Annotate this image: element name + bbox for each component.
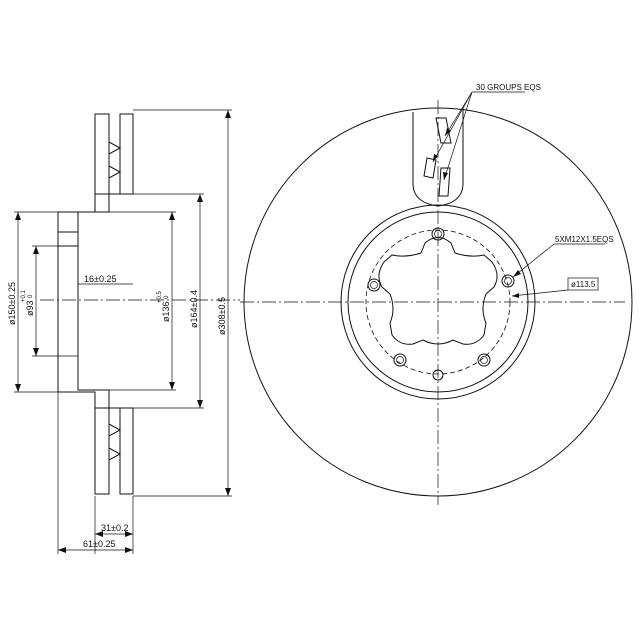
hat-flange-section	[57, 193, 110, 409]
label-center-bore-tolerance-lower: 0	[28, 294, 34, 298]
friction-plate-inner-bottom	[119, 407, 134, 495]
bolt-hole-bottom-right	[477, 353, 491, 367]
label-vent-groups: 30 GROUPS EQS	[476, 83, 541, 92]
pcd-label-box	[567, 277, 599, 291]
vent-rib-1	[435, 117, 452, 144]
friction-plate-outer-top	[94, 113, 110, 195]
bolt-hole-bottom-left	[393, 353, 407, 367]
centering-hole	[432, 369, 444, 381]
hat-outer-edge	[347, 211, 529, 393]
label-disc-thickness: 31±0.2	[101, 523, 128, 533]
vent-vane-top-1	[108, 141, 122, 155]
label-hat-tolerance-lower: 0	[164, 295, 170, 299]
disc-outer-edge	[243, 107, 633, 497]
leader-bolt-holes	[512, 243, 555, 278]
vent-cutaway-outline	[412, 108, 464, 207]
label-friction-inner: ø164±0.4	[189, 290, 199, 328]
leader-vent-groups-3	[443, 91, 473, 181]
label-flange-diameter: ø150±0.25	[7, 282, 17, 325]
vent-vane-top-2	[108, 165, 122, 179]
leader-pcd	[511, 289, 569, 297]
bolt-hole-top	[431, 227, 445, 241]
bolt-pcd-circle	[365, 229, 511, 375]
label-total-height: 61±0.25	[83, 539, 115, 549]
label-hat-diameter: ø136	[161, 301, 171, 322]
label-center-bore: ø93	[25, 300, 35, 316]
leader-vent-groups-2	[432, 91, 473, 163]
label-hat-tolerance: +0.5	[157, 290, 163, 303]
bolt-hole-right	[501, 274, 515, 288]
friction-plate-outer-bottom	[94, 407, 110, 495]
label-hat-height: 16±0.25	[84, 274, 116, 284]
leader-vent-groups-1	[444, 91, 473, 137]
side-section-view: ø308±0.5 ø164±0.4 ø136 +0.5 0 16±0.25 ø1…	[7, 109, 240, 554]
friction-ring-inner-edge	[340, 204, 536, 400]
vent-vane-bottom-1	[108, 423, 122, 437]
label-pcd: ø113.5	[571, 280, 596, 289]
vent-rib-3	[438, 167, 451, 197]
vent-rib-2	[423, 157, 437, 179]
label-bolt-holes: 5XM12X1.5EQS	[555, 235, 614, 244]
front-view: 30 GROUPS EQS 5XM12X1.5EQS ø113.5	[240, 83, 633, 505]
center-bore-lobed-outline	[378, 237, 498, 345]
label-center-bore-tolerance: +0.1	[21, 289, 27, 302]
label-outer-diameter: ø308±0.5	[217, 297, 227, 335]
bolt-hole-left	[367, 278, 381, 292]
friction-plate-inner-top	[119, 113, 134, 195]
vent-vane-bottom-2	[108, 447, 122, 461]
center-bore-step	[57, 231, 79, 247]
